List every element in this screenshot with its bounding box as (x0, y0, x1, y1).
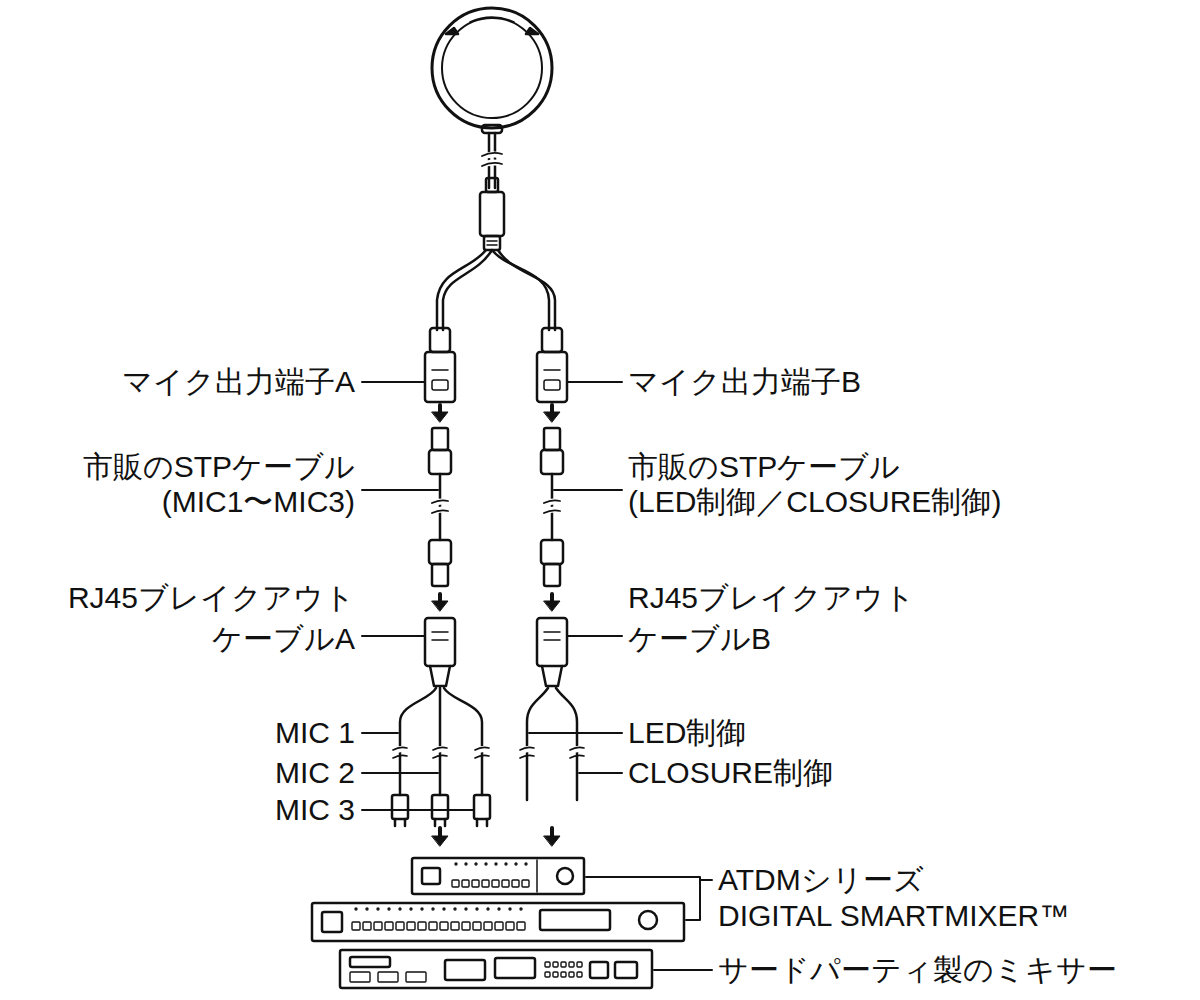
stp-cable (429, 428, 563, 586)
signal-name: MIC 1 (275, 715, 355, 750)
device-label: サードパーティ製のミキサー (718, 952, 1117, 987)
device-buttons (350, 863, 582, 982)
port-label: マイク出力端子B (628, 364, 861, 399)
cable-label: 市販のSTPケーブル (LED制御／CLOSURE制御) (628, 449, 1001, 519)
signal-name: MIC 2 (275, 755, 355, 790)
boundary-microphone (432, 8, 552, 133)
cable-label: RJ45ブレイクアウト ケーブルA (68, 577, 355, 659)
rj45-plug (425, 328, 567, 402)
signal-name: MIC 3 (275, 792, 355, 827)
port-label: マイク出力端子A (122, 364, 355, 399)
cable-label: 市販のSTPケーブル (MIC1〜MIC3) (83, 449, 355, 519)
device-label: ATDMシリーズ DIGITAL SMARTMIXER™ (718, 862, 1069, 934)
microphone-cable (437, 133, 555, 330)
signal-name: LED制御 (628, 715, 746, 750)
signal-name: CLOSURE制御 (628, 755, 833, 790)
cable-label: RJ45ブレイクアウト ケーブルB (628, 577, 915, 659)
breakout-cable (392, 618, 585, 826)
